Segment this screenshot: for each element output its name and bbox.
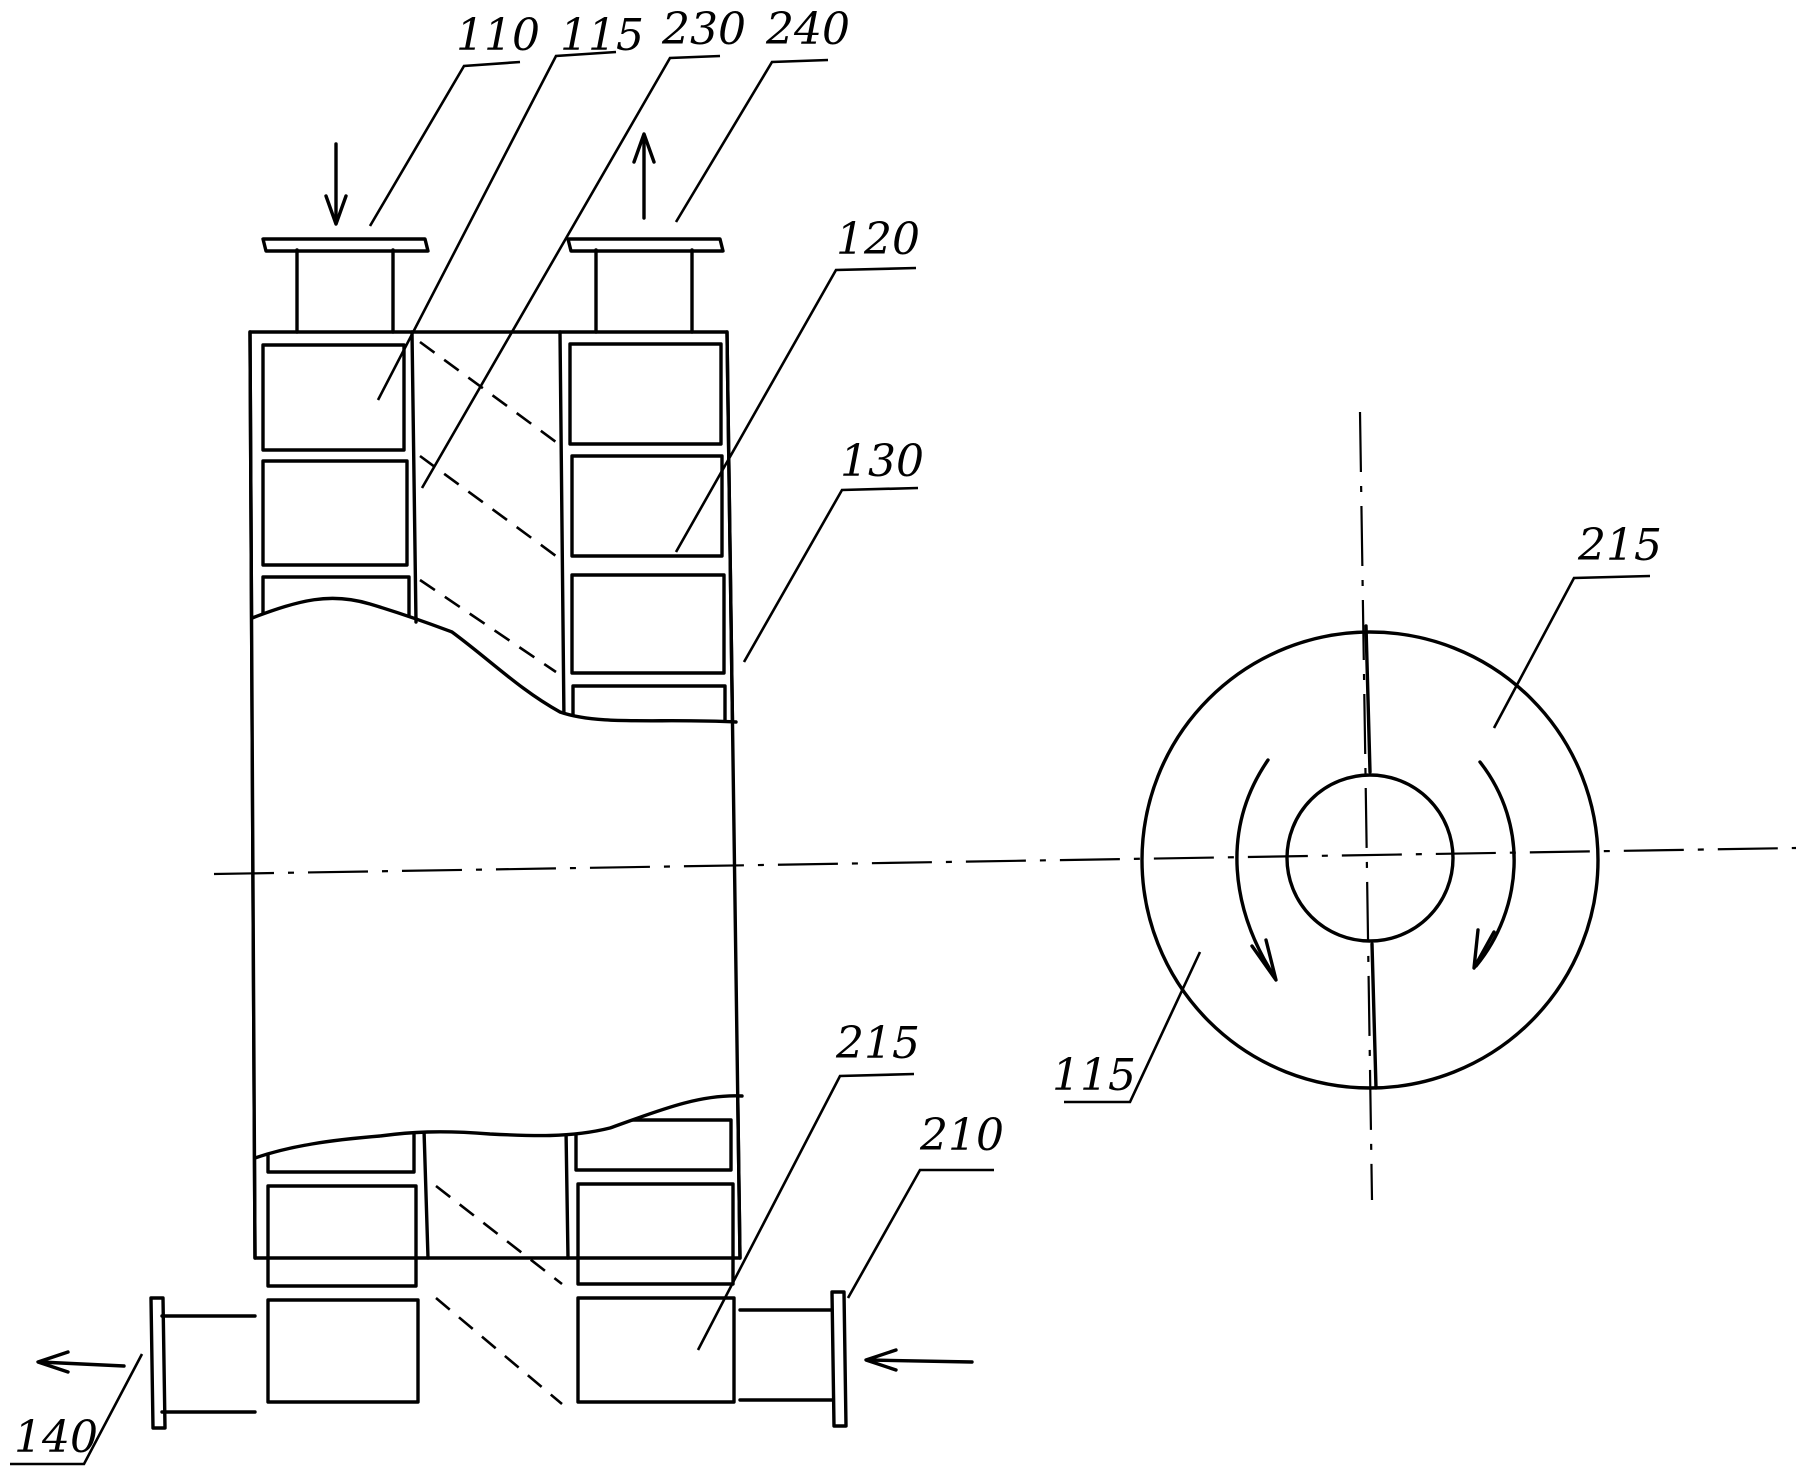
partition-line-bottom bbox=[1370, 942, 1378, 1090]
lower-break-line bbox=[253, 1094, 744, 1160]
left-channel-wall-top bbox=[410, 330, 418, 624]
label-shell: 130 bbox=[840, 436, 924, 487]
elevation-view: 110 115 230 240 120 130 215 210 140 bbox=[10, 4, 1797, 1466]
outlet-arrow-bottom bbox=[36, 1350, 126, 1374]
inner-circle bbox=[1285, 773, 1455, 943]
bottom-outlet-nozzle bbox=[149, 1296, 257, 1430]
cross-section-view: 215 115 bbox=[1052, 411, 1662, 1201]
vertical-centerline bbox=[1358, 411, 1374, 1201]
label-outlet-top: 240 bbox=[765, 4, 850, 55]
label-channel-first-top: 115 bbox=[560, 10, 644, 61]
label-channel-second-bottom: 215 bbox=[835, 1018, 920, 1069]
flow-arrow-left bbox=[1235, 758, 1278, 982]
label-baffle: 230 bbox=[661, 4, 746, 55]
label-inlet-top: 110 bbox=[456, 10, 540, 61]
channel-cells-left-bottom bbox=[266, 1118, 420, 1404]
partition-line-top bbox=[1364, 624, 1372, 774]
top-outlet-nozzle bbox=[566, 237, 725, 334]
label-inlet-bottom: 210 bbox=[919, 1110, 1004, 1161]
upper-break-line bbox=[250, 596, 738, 724]
channel-cells-right-bottom bbox=[574, 1118, 736, 1404]
bottom-inlet-nozzle bbox=[738, 1290, 848, 1428]
leader-lines-section bbox=[1064, 574, 1651, 1104]
outlet-arrow-top bbox=[632, 132, 656, 220]
label-channel-cell: 120 bbox=[836, 214, 920, 265]
inlet-arrow-top bbox=[324, 142, 348, 226]
left-channel-wall-bottom bbox=[422, 1128, 430, 1260]
inclined-baffles-bottom bbox=[435, 1184, 563, 1405]
top-inlet-nozzle bbox=[261, 237, 430, 334]
right-channel-wall-top bbox=[558, 330, 566, 724]
label-section-first: 115 bbox=[1052, 1050, 1136, 1101]
label-section-second: 215 bbox=[1577, 520, 1662, 571]
right-channel-wall-bottom bbox=[564, 1128, 570, 1260]
cutaway-region bbox=[252, 598, 742, 1158]
flow-arrow-right bbox=[1472, 760, 1516, 970]
label-outlet-bottom: 140 bbox=[14, 1412, 98, 1463]
channel-cells-right-top bbox=[568, 342, 727, 748]
axis-centerline bbox=[213, 846, 1797, 876]
channel-cells-left-top bbox=[261, 343, 411, 639]
inlet-arrow-bottom bbox=[864, 1348, 974, 1372]
leader-lines-elevation bbox=[10, 50, 994, 1466]
inclined-baffles-top bbox=[419, 340, 557, 674]
